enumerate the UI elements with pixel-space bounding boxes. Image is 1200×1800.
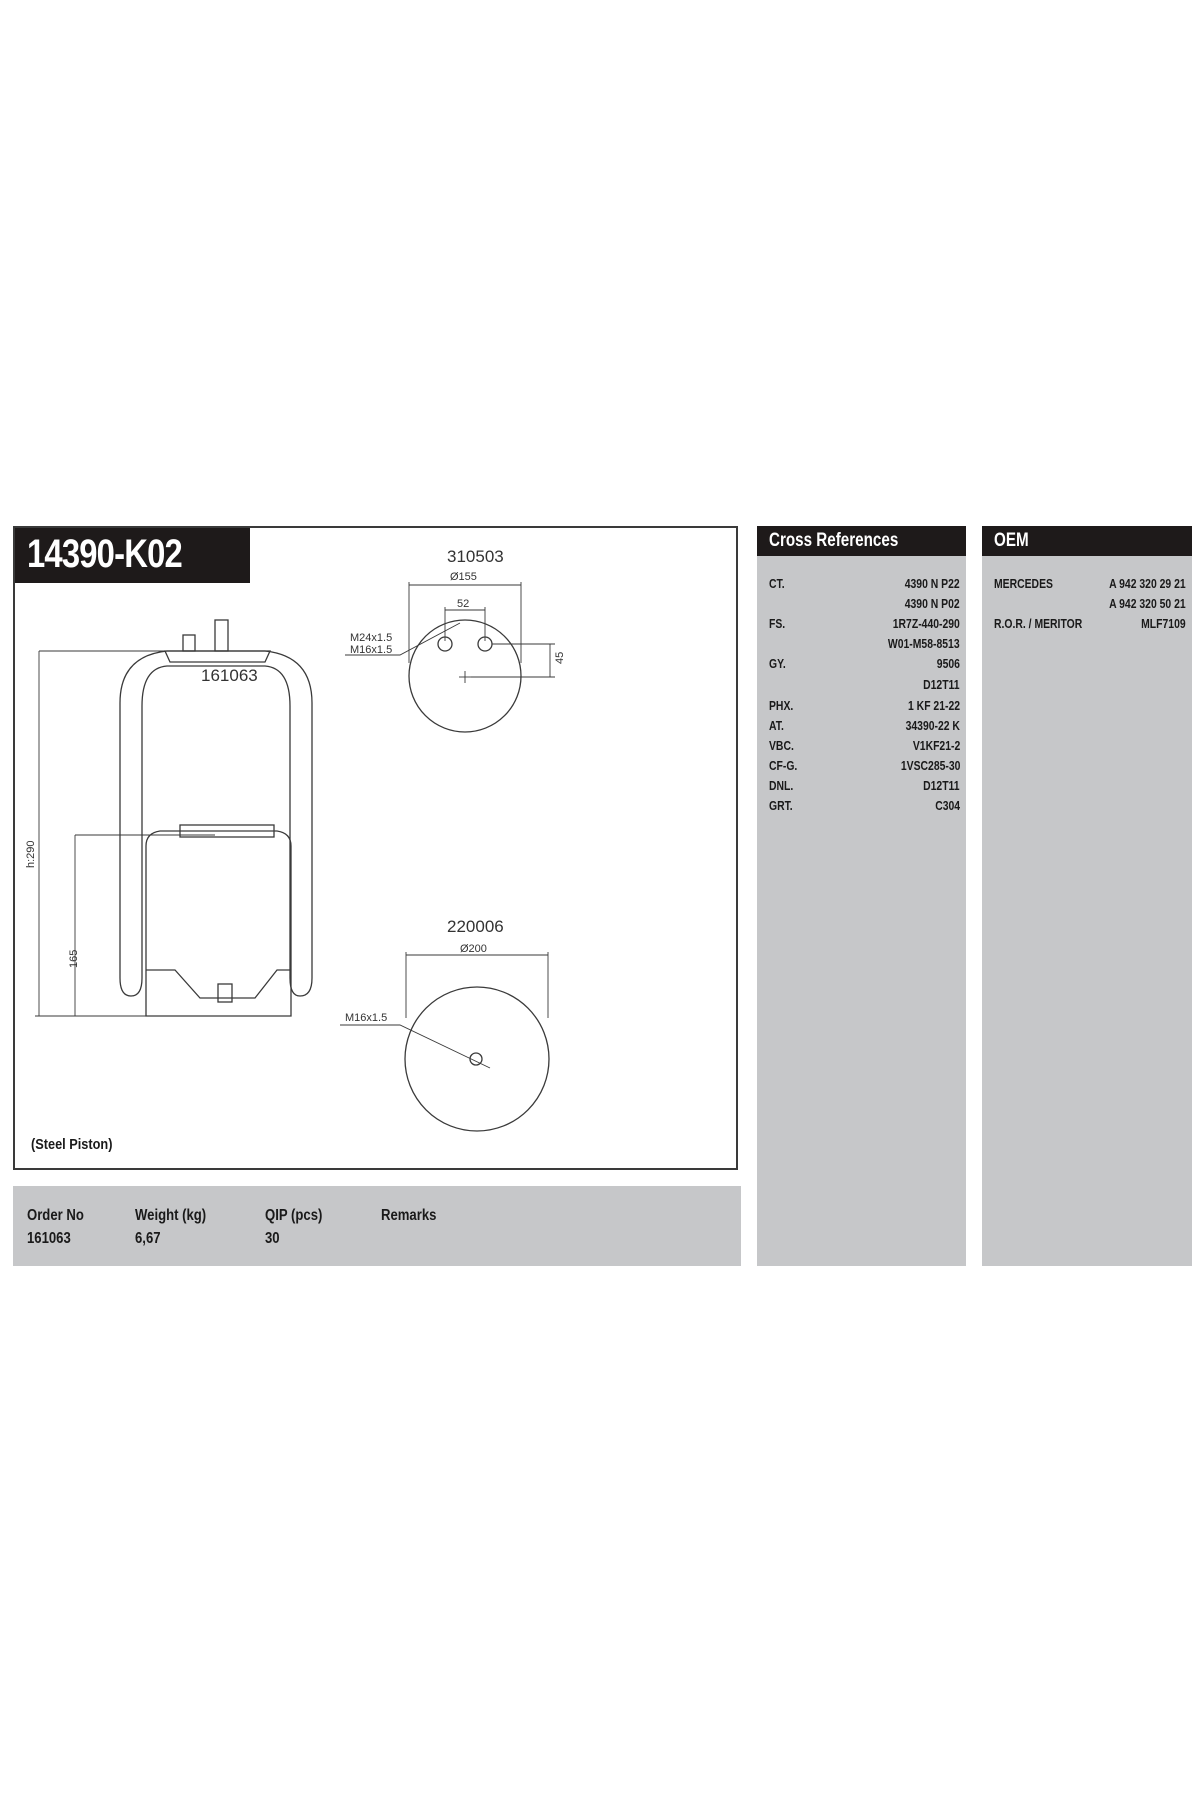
piston-type-note: (Steel Piston) (31, 1136, 113, 1153)
weight-header: Weight (kg) (135, 1207, 207, 1224)
bolt-spacing: 52 (457, 598, 469, 610)
thread-m16: M16x1.5 (350, 644, 392, 656)
oem-header: OEM (982, 526, 1192, 556)
height-label: h:290 (25, 840, 37, 868)
top-plate-view: 310503 Ø155 52 45 M24x1.5 M16x1.5 (345, 547, 566, 733)
piston-height-label: 165 (68, 950, 80, 968)
qip-value: 30 (265, 1230, 280, 1247)
cross-references-title: Cross References (769, 530, 899, 551)
product-drawing-box: 14390-K02 161063 h:290 165 (13, 526, 738, 1170)
oem-row: A 942 320 50 21 (1109, 596, 1186, 611)
cross-ref-row: D12T11 (923, 677, 960, 692)
weight-column: Weight (kg) 6,67 (135, 1204, 206, 1250)
top-plate-diameter: Ø155 (450, 571, 477, 583)
cross-ref-row: VBC.V1KF21-2 (769, 738, 960, 753)
cross-ref-row: W01-M58-8513 (888, 636, 960, 651)
order-info-bar: Order No 161063 Weight (kg) 6,67 QIP (pc… (13, 1186, 741, 1266)
cross-references-header: Cross References (757, 526, 966, 556)
top-plate-part-no: 310503 (447, 547, 504, 566)
product-code-bar: 14390-K02 (15, 528, 250, 583)
bottom-plate-diameter: Ø200 (460, 943, 487, 955)
order-no-column: Order No 161063 (27, 1204, 84, 1250)
product-code: 14390-K02 (27, 532, 183, 576)
offset-label: 45 (554, 652, 566, 664)
bottom-plate-part-no: 220006 (447, 917, 504, 936)
cross-ref-row: AT.34390-22 K (769, 718, 960, 733)
oem-title: OEM (994, 530, 1029, 551)
remarks-header: Remarks (381, 1207, 437, 1224)
side-view-part-no: 161063 (201, 666, 258, 685)
cross-ref-row: CT.4390 N P22 (769, 576, 960, 591)
order-no-value: 161063 (27, 1230, 71, 1247)
bottom-thread: M16x1.5 (345, 1012, 387, 1024)
cross-ref-row: GY.9506 (769, 656, 960, 671)
remarks-column: Remarks (381, 1204, 436, 1227)
order-no-header: Order No (27, 1207, 84, 1224)
bottom-plate-view: 220006 Ø200 M16x1.5 (340, 917, 550, 1132)
air-spring-side-view: 161063 h:290 165 (25, 619, 313, 1017)
cross-ref-row: FS.1R7Z-440-290 (769, 616, 960, 631)
qip-column: QIP (pcs) 30 (265, 1204, 322, 1250)
thread-m24: M24x1.5 (350, 632, 392, 644)
qip-header: QIP (pcs) (265, 1207, 323, 1224)
cross-ref-row: PHX.1 KF 21-22 (769, 698, 960, 713)
cross-ref-row: GRT.C304 (769, 798, 960, 813)
cross-references-panel: Cross References CT.4390 N P22 4390 N P0… (757, 526, 966, 1266)
weight-value: 6,67 (135, 1230, 161, 1247)
cross-ref-row: DNL.D12T11 (769, 778, 960, 793)
technical-drawing: 161063 h:290 165 310503 (25, 547, 566, 1132)
cross-ref-row: 4390 N P02 (905, 596, 960, 611)
cross-ref-row: CF-G.1VSC285-30 (769, 758, 960, 773)
